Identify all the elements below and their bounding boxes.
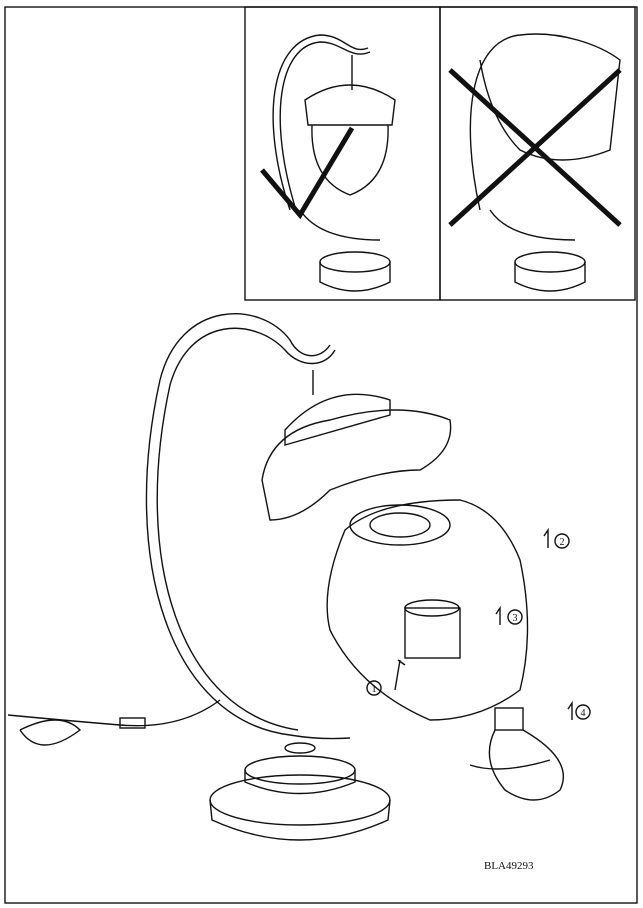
lamp-base bbox=[209, 742, 391, 841]
check-icon bbox=[260, 126, 355, 220]
step-2-label: 2 bbox=[560, 537, 565, 548]
document-code: BLA49293 bbox=[484, 860, 534, 872]
power-cord bbox=[7, 699, 221, 746]
step-markers bbox=[366, 527, 591, 770]
panel-correct bbox=[244, 6, 441, 301]
light-bulb bbox=[488, 707, 565, 801]
decorative-crown bbox=[261, 370, 452, 521]
glass-shade bbox=[326, 499, 529, 721]
step-1-label: 1 bbox=[372, 684, 377, 695]
panel-incorrect bbox=[439, 6, 636, 301]
lamp-arm bbox=[145, 313, 351, 740]
cross-icon bbox=[448, 68, 622, 227]
step-3-label: 3 bbox=[513, 613, 518, 624]
step-4-label: 4 bbox=[581, 708, 586, 719]
